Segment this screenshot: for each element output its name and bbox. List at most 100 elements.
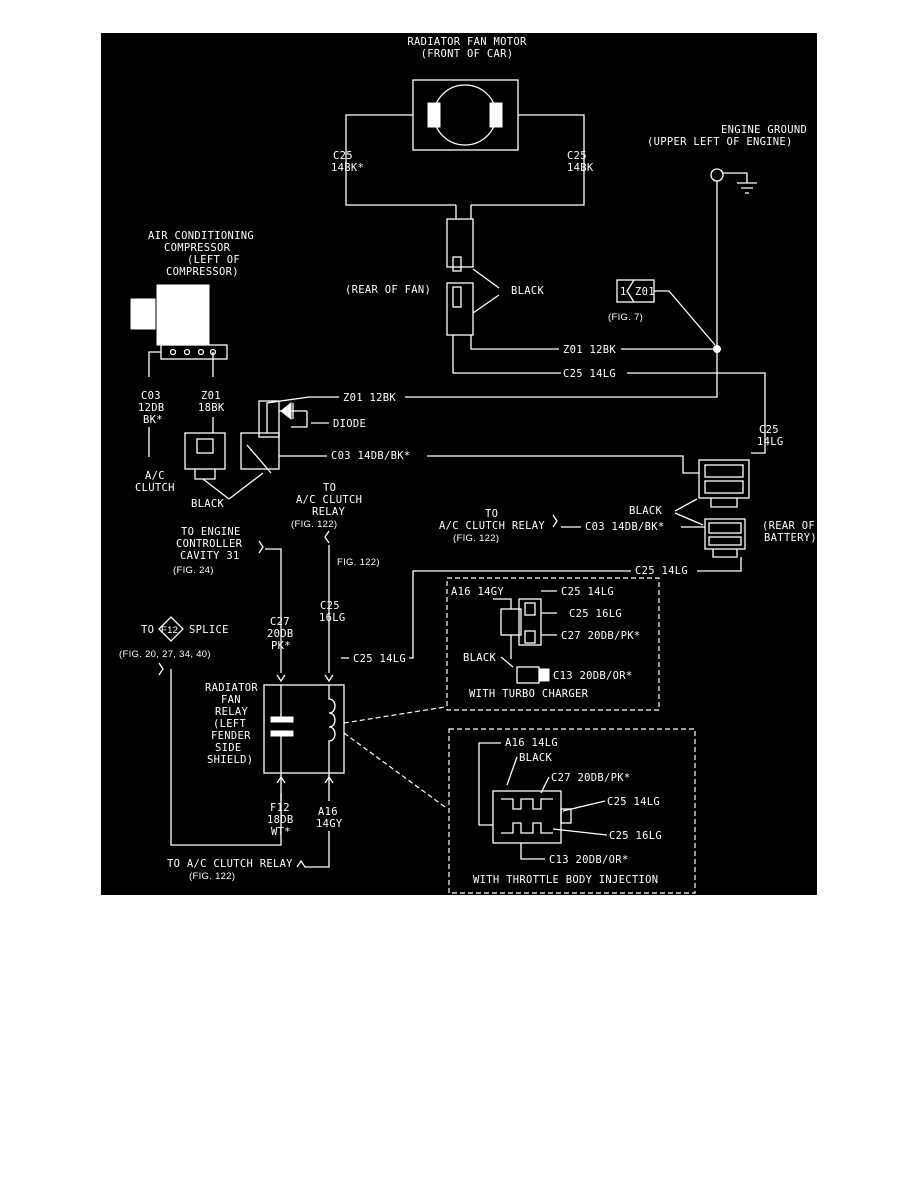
wire-c03-12db: [148, 351, 161, 377]
fig24-ref: (FIG. 24): [173, 565, 214, 576]
rear-of-battery-1: (REAR OF: [762, 520, 815, 532]
fan-relay-line1: RADIATOR: [205, 682, 258, 694]
wire-c25-16lg-code: C25: [320, 600, 340, 612]
wire-f12-gauge: 18DB: [267, 814, 294, 826]
turbo-black: BLACK: [463, 652, 496, 664]
wire-c25-right-gauge2: 14LG: [757, 436, 784, 448]
wire-c25-14lg-b-label: C25 14LG: [635, 565, 688, 577]
ground-symbol: [723, 172, 757, 194]
wire-c25-16lg: [324, 530, 330, 673]
tbi-c25-16lg: C25 16LG: [609, 830, 662, 842]
fig122-a: (FIG. 122): [291, 519, 337, 530]
to-engine-controller-3: CAVITY 31: [180, 550, 240, 562]
relay-coil: [328, 685, 336, 773]
compressor-pulley: [130, 298, 156, 330]
f12-splice-label: SPLICE: [189, 624, 229, 636]
turbo-a16: A16 14GY: [451, 586, 504, 598]
black-label-fan: BLACK: [511, 285, 544, 297]
rear-of-fan-label: (REAR OF FAN): [345, 284, 431, 296]
black-leader-battery: [674, 498, 704, 526]
compressor-title: AIR CONDITIONING: [148, 230, 254, 242]
compressor-line3: (LEFT OF: [187, 254, 240, 266]
relay-contact-upper: [270, 716, 294, 723]
fan-relay-line4: (LEFT: [213, 718, 246, 730]
wire-c27-gauge: 20DB: [267, 628, 294, 640]
f12-code: F12: [161, 625, 178, 636]
to-ac-relay-top-3: RELAY: [312, 506, 345, 518]
wire-a16: [296, 831, 330, 868]
battery-connector-upper: [698, 459, 750, 508]
wire-c03-gauge: 12DB: [138, 402, 165, 414]
wire-c25-left-code: C25: [333, 150, 353, 162]
to-ac-relay-mid-1: TO: [485, 508, 498, 520]
fan-motor-title: RADIATOR FAN MOTOR: [407, 36, 527, 48]
wire-c25-right-code2: C25: [759, 424, 779, 436]
ac-compressor: AIR CONDITIONING COMPRESSOR (LEFT OF COM…: [130, 230, 254, 360]
engine-ground-title: ENGINE GROUND: [721, 124, 807, 136]
turbo-c13: C13 20DB/OR*: [553, 670, 632, 682]
wire-z01-12bk-text: Z01 12BK: [563, 344, 616, 356]
wire-c25-14lg-a: [452, 335, 766, 454]
engine-ground-location: (UPPER LEFT OF ENGINE): [647, 136, 793, 148]
fan-connector-female: [446, 282, 474, 336]
fan-relay-line2: FAN: [221, 694, 241, 706]
wire-f12-code: F12: [270, 802, 290, 814]
turbo-inset-frame: [446, 577, 660, 711]
ac-clutch-label-2: CLUTCH: [135, 482, 175, 494]
wire-z01-18bk-gauge: 18BK: [198, 402, 225, 414]
fan-brush-right: [489, 102, 503, 128]
diagram-background: [101, 33, 817, 895]
fan-connector-male: [446, 218, 474, 268]
tbi-inset-frame: [448, 728, 696, 894]
tbi-a16: A16 14LG: [505, 737, 558, 749]
wire-z01-18bk-code: Z01: [201, 390, 221, 402]
f12-diamond: [158, 616, 184, 642]
z01-splice-ref: 1 Z01 (FIG. 7): [608, 279, 716, 346]
wire-c25-left: [345, 114, 456, 206]
wire-c03-14db-label: C03 14DB/BK*: [331, 450, 410, 462]
tbi-c13: C13 20DB/OR*: [549, 854, 628, 866]
compressor-line2: COMPRESSOR: [164, 242, 231, 254]
ac-clutch-label-1: A/C: [145, 470, 165, 482]
fan-relay-line7: SHIELD): [207, 754, 253, 766]
wire-c25-right: [471, 114, 585, 206]
wire-c27-code: C27: [270, 616, 290, 628]
wire-f12-color: WT*: [271, 826, 291, 838]
wire-c27-color: PK*: [271, 640, 291, 652]
f12-to-label: TO: [141, 624, 154, 636]
black-leader-fan: [472, 268, 500, 314]
wire-c25-left-gauge: 14BK*: [331, 162, 364, 174]
to-ac-relay-mid-2: A/C CLUTCH RELAY: [439, 520, 545, 532]
to-engine-controller-1: TO ENGINE: [181, 526, 241, 538]
z01-ref-leader: [654, 290, 716, 346]
turbo-c25-16lg: C25 16LG: [569, 608, 622, 620]
wire-f12: [158, 662, 282, 846]
diode-label: DIODE: [333, 418, 366, 430]
rear-of-battery-2: BATTERY): [764, 532, 817, 544]
mating-connector-body: [240, 432, 280, 470]
ac-clutch-connector-body: [184, 432, 226, 470]
fig7-ref: (FIG. 7): [608, 312, 643, 323]
wire-c25-14lg-c-label: C25 14LG: [353, 653, 406, 665]
wire-c25-16lg-gauge: 16LG: [319, 612, 346, 624]
clutch-mating-connector: DIODE: [240, 400, 366, 474]
wire-c03-code: C03: [141, 390, 161, 402]
fig122-d: (FIG. 122): [189, 871, 235, 882]
ac-clutch-connector: A/C CLUTCH: [135, 432, 226, 494]
to-ac-relay-top-2: A/C CLUTCH: [296, 494, 362, 506]
wire-c25-14lg-a-label: C25 14LG: [563, 368, 616, 380]
z01-ref-code: Z01: [635, 286, 655, 298]
fig122-b: FIG. 122): [337, 557, 380, 568]
fan-relay-box: [263, 684, 345, 774]
tbi-c25-14lg: C25 14LG: [607, 796, 660, 808]
fan-relay-line6: SIDE: [215, 742, 242, 754]
fig122-c: (FIG. 122): [453, 533, 499, 544]
wire-c03-relay-label: C03 14DB/BK*: [585, 521, 664, 533]
wire-z01-12bk-b-label: Z01 12BK: [343, 392, 396, 404]
wire-c25-right-code: C25: [567, 150, 587, 162]
battery-connector-upper-body: [698, 459, 750, 499]
fan-connector: [446, 205, 474, 336]
turbo-connector: [518, 598, 542, 646]
wiring-diagram: RADIATOR FAN MOTOR (FRONT OF CAR) C25 14…: [101, 33, 817, 895]
diode-housing: [258, 400, 280, 438]
